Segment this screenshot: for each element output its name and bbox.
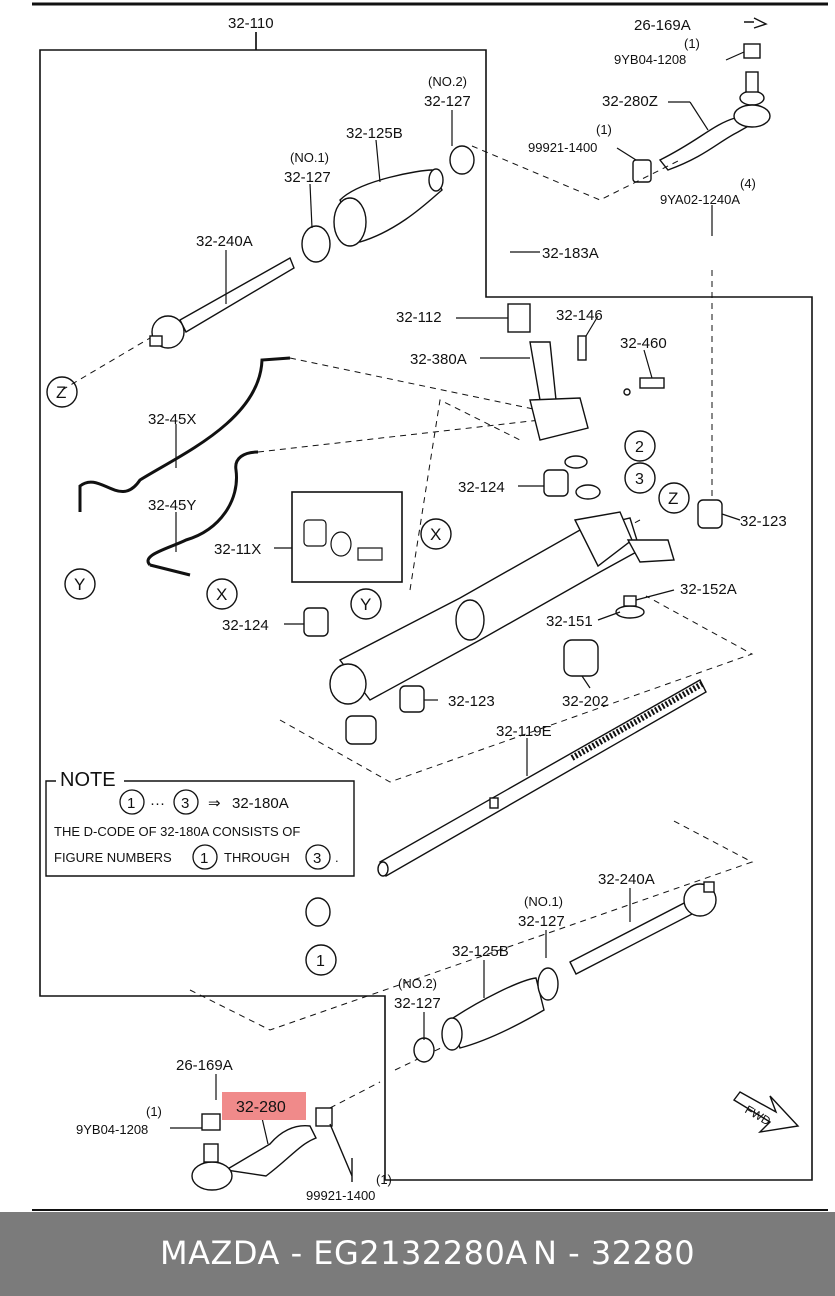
pinion-housing [507,303,665,441]
callout-x-right: X [430,525,441,544]
label-clip-no1-bot-b: 32-127 [518,913,565,930]
label-rack: 32-119E [496,723,552,740]
callout-z-left: Z [56,383,66,402]
kit-box [291,491,403,583]
assembly-outline [39,32,813,1181]
label-lock-qty-top: (1) [596,122,612,137]
label-32-110: 32-110 [228,15,274,32]
note-line3-b: THROUGH [224,850,290,865]
rack-shaft [377,679,707,877]
callout-y-right: Y [360,595,371,614]
callout-y-left: Y [74,575,85,594]
label-bolt4: 9YA02-1240A [660,192,740,207]
label-tie-end-top: 32-280Z [602,93,658,110]
footer-bar: MAZDA - EG2132280A N - 32280 [0,1212,835,1296]
label-nut-qty-top: (1) [684,36,700,51]
label-bush-123b: 32-123 [448,693,495,710]
note-box: NOTE 1 ··· 3 ⇒ 32-180A THE D-CODE OF 32-… [45,769,355,877]
label-bushing-202: 32-202 [562,693,609,710]
note-line3-a: FIGURE NUMBERS [54,850,172,865]
label-seal-151: 32-151 [546,613,593,630]
label-pipe-x: 32-45X [148,411,196,428]
note-ellipsis: ··· [150,795,165,812]
callout-x-left: X [216,585,227,604]
note-title: NOTE [60,769,116,791]
label-clip-no1-bot-a: (NO.1) [524,894,563,909]
highlight-box [222,1092,306,1120]
callout-1: 1 [316,953,325,970]
callout-2: 2 [635,439,644,456]
tie-rod-end-bottom [191,1107,353,1191]
label-pinion-cover: 32-112 [396,309,442,326]
fwd-arrow-icon: FWD [732,1091,800,1134]
label-bolt-top: 26-169A [634,17,691,34]
callout-z-right: Z [668,489,678,508]
label-lock-bottom: 99921-1400 [306,1188,375,1203]
tie-rod-end-top [658,17,771,171]
label-rod-bottom: 32-240A [598,871,655,888]
inner-tie-rod-top [149,256,295,349]
note-line3-circle-1: 1 [200,850,208,867]
inner-tie-rod-bottom [569,881,717,975]
note-code: 32-180A [232,795,289,812]
label-clip-no2-top-a: (NO.2) [428,74,467,89]
callout-3: 3 [635,471,644,488]
note-line3-circle-3: 3 [313,850,321,867]
label-bracket: 32-183A [542,245,599,262]
rack-housing [329,511,675,705]
reference-number: N - 32280 [533,1234,696,1272]
label-bush-124b: 32-124 [222,617,269,634]
label-pipe-y: 32-45Y [148,497,196,514]
label-bracket-152: 32-152A [680,581,737,598]
note-line2: THE D-CODE OF 32-180A CONSISTS OF [54,824,300,839]
label-bolt-bottom: 26-169A [176,1057,233,1074]
label-bolt4-qty: (4) [740,176,756,191]
label-nut-top: 9YB04-1208 [614,52,686,67]
label-lock-qty-bottom: (1) [376,1172,392,1187]
label-bush-123a: 32-123 [740,513,787,530]
parts-diagram: FWD NOTE 1 ··· 3 ⇒ 32-180A THE D-CODE OF… [32,2,828,1211]
note-line3-end: . [335,850,339,865]
label-clip-no2-top-b: 32-127 [424,93,471,110]
label-clip-no1-top-b: 32-127 [284,169,331,186]
note-circle-1: 1 [127,795,135,812]
label-kit: 32-11X [214,541,261,558]
label-fitting: 32-460 [620,335,667,352]
label-pinion: 32-380A [410,351,467,368]
part-number: MAZDA - EG2132280A [160,1234,528,1272]
label-boot-bottom: 32-125B [452,943,509,960]
label-lock-top: 99921-1400 [528,140,597,155]
note-arrow: ⇒ [208,795,221,812]
label-bolt-146: 32-146 [556,307,603,324]
boot-top [301,145,475,263]
label-nut-bottom: 9YB04-1208 [76,1122,148,1137]
label-rod-top: 32-240A [196,233,253,250]
label-clip-no2-bot-a: (NO.2) [398,976,437,991]
label-clip-no2-bot-b: 32-127 [394,995,441,1012]
label-nut-qty-bottom: (1) [146,1104,162,1119]
label-highlight-32-280: 32-280 [236,1099,286,1116]
note-circle-3: 3 [181,795,189,812]
boot-bottom [305,897,559,1063]
label-boot-top: 32-125B [346,125,403,142]
label-bush-124a: 32-124 [458,479,505,496]
lock-nut-top [632,159,652,183]
label-clip-no1-top-a: (NO.1) [290,150,329,165]
pipes [78,356,291,577]
